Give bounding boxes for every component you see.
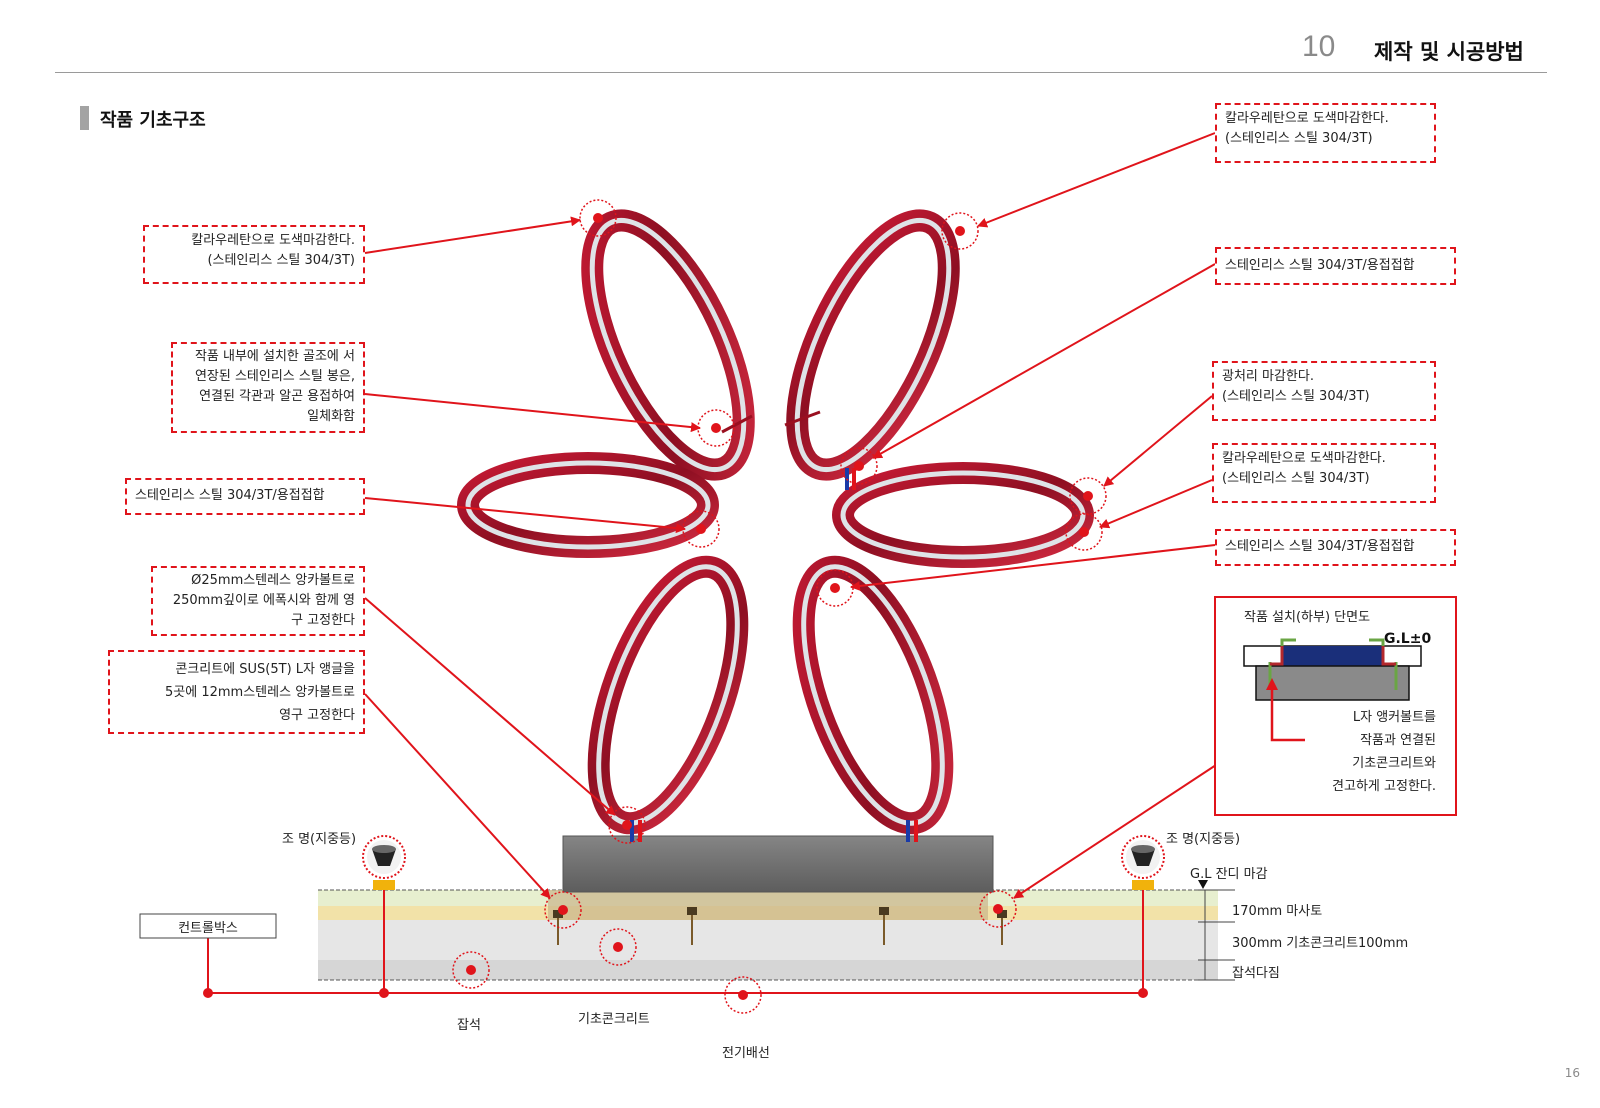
section-detail-box: [1214, 596, 1457, 816]
callout-right-weld-mid: 스테인리스 스틸 304/3T/용접접합: [1215, 529, 1456, 566]
concrete-label: 기초콘크리트: [578, 1012, 650, 1027]
layer-label-3: 잡석다짐: [1232, 966, 1280, 981]
rubble-label: 잡석: [457, 1018, 481, 1033]
chapter-number: 10: [1302, 30, 1336, 63]
control-box: [139, 913, 277, 939]
layer-label-1: 170mm 마사토: [1232, 904, 1323, 919]
ground-layers: [318, 889, 1218, 981]
marker-circles: [452, 199, 1107, 1014]
ribbon-loop-6: [792, 555, 954, 835]
section-detail-gl: G.L±0: [1384, 631, 1432, 647]
ground-light-icon: [1121, 835, 1165, 890]
gl-finish-label: G.L 잔디 마감: [1190, 867, 1268, 882]
wiring-label: 전기배선: [722, 1046, 770, 1061]
light-label-right: 조 명(지중등): [1166, 832, 1241, 847]
sculpture: [457, 209, 1094, 835]
callout-right-paint-mid: 칼라우레탄으로 도색마감한다.(스테인리스 스틸 304/3T): [1212, 443, 1436, 503]
chapter-title: 제작 및 시공방법: [1374, 40, 1524, 64]
header-divider: [55, 72, 1547, 73]
callout-right-weld-top: 스테인리스 스틸 304/3T/용접접합: [1215, 247, 1456, 285]
callout-left-weld-joint: 스테인리스 스틸 304/3T/용접접합: [125, 478, 365, 515]
layer-dimensions: [1198, 889, 1235, 981]
light-label-left: 조 명(지중등): [282, 832, 357, 847]
gl-marker-icon: [1198, 880, 1208, 889]
section-title: 작품 기초구조: [100, 110, 206, 131]
ribbon-loop-5: [587, 555, 749, 835]
anchor-bolts: [553, 907, 1007, 945]
wiring-nodes: [203, 988, 1148, 998]
concrete-base: [562, 835, 994, 893]
page-number: 16: [1564, 1066, 1580, 1080]
section-marker: [80, 106, 89, 130]
section-detail-title: 작품 설치(하부) 단면도: [1244, 610, 1371, 625]
ribbon-loop-3: [457, 452, 719, 558]
callout-left-paint: 칼라우레탄으로 도색마감한다.(스테인리스 스틸 304/3T): [143, 225, 365, 284]
section-detail-note: L자 앵커볼트를 작품과 연결된 기초콘크리트와 견고하게 고정한다.: [1332, 710, 1436, 794]
section-detail-drawing: [1243, 638, 1422, 742]
layer-label-2: 300mm 기초콘크리트100mm: [1232, 936, 1409, 951]
callout-right-paint-top: 칼라우레탄으로 도색마감한다.(스테인리스 스틸 304/3T): [1215, 103, 1436, 163]
ground-light-icon: [362, 835, 406, 890]
ribbon-loop-2: [786, 209, 960, 481]
ribbon-loop-1: [581, 209, 755, 481]
callout-right-polish: 광처리 마감한다.(스테인리스 스틸 304/3T): [1212, 361, 1436, 421]
ribbon-loop-4: [832, 462, 1094, 568]
leader-arrows: [364, 132, 1217, 899]
control-box-label: 컨트롤박스: [178, 921, 238, 936]
